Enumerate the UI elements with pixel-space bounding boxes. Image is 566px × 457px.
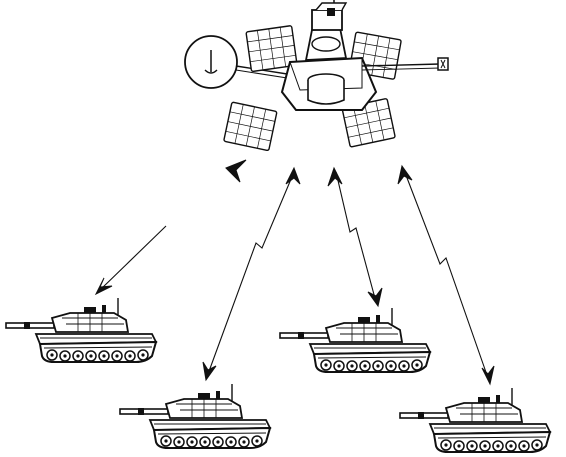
arrowhead-link-2-top [285,166,301,185]
satellite-icon [184,0,449,152]
solar-panel-lower-left [222,101,278,152]
satellite-body [280,0,378,111]
link-tank-2-satellite [207,171,295,375]
link-tank-4-satellite [403,169,489,379]
tank-icon [399,387,551,453]
dish-antenna [184,35,301,89]
arrowhead-satellite-left [225,159,247,183]
arrowhead-tank-2 [202,361,217,382]
arrowheads [94,159,495,386]
tank-icon [119,383,271,449]
arrowhead-link-4-top [397,164,413,185]
instrument-boom [361,57,449,71]
arrowhead-tank-1 [94,277,113,296]
communication-links [99,169,489,379]
arrowhead-tank-3 [367,287,383,308]
arrowhead-link-3-top [327,166,343,187]
link-tank-3-satellite [335,171,377,303]
link-tank-1-satellite [99,225,167,291]
arrowhead-tank-4 [481,365,495,386]
tank-icon [279,307,431,373]
tank-icon [5,297,157,363]
